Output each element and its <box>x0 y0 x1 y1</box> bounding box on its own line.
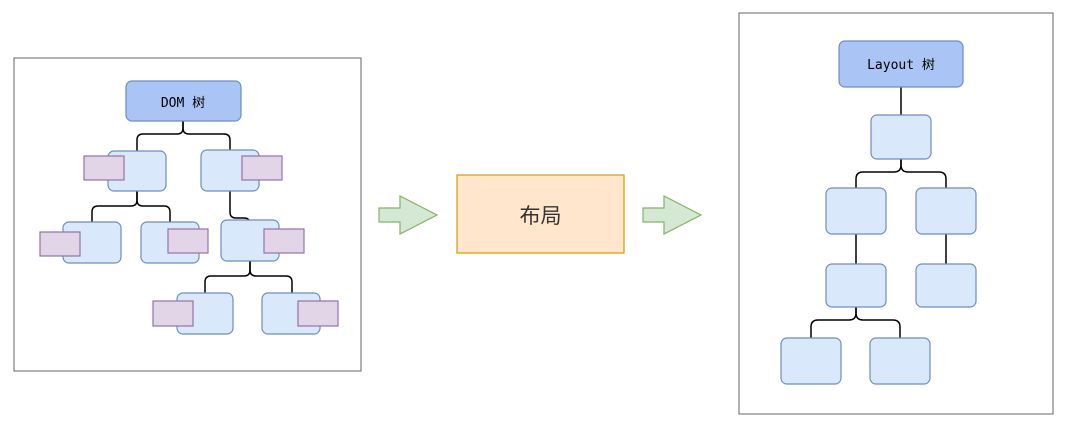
layout-node-l2-right <box>915 187 977 235</box>
dom-attr-tag <box>39 231 81 257</box>
layout-process: 布局 <box>456 174 625 254</box>
dom-edge-root-to-right <box>182 121 231 150</box>
layout-process-box <box>456 174 625 254</box>
dom-tree-connectors <box>91 121 293 293</box>
layout-tree-panel: Layout 树 <box>738 12 1054 415</box>
dom-edge-rr-to-child-b <box>249 261 293 293</box>
layout-node-l1 <box>870 114 932 160</box>
layout-edge-l1-to-right <box>900 159 947 188</box>
layout-node-l4-b <box>869 337 931 385</box>
dom-edge-left-to-lr <box>136 191 171 222</box>
flow-arrow-dom-to-layout <box>378 195 439 235</box>
dom-tree-root-label: DOM 树 <box>161 96 205 111</box>
dom-attr-tag <box>152 300 194 327</box>
flow-arrow-layout-to-tree <box>642 195 703 235</box>
dom-tree-panel: DOM 树 <box>13 57 362 372</box>
dom-attr-tag <box>297 300 339 327</box>
dom-tree-root-box <box>125 80 242 122</box>
dom-attr-tag <box>241 155 283 181</box>
layout-node-l2-left <box>825 187 887 235</box>
layout-node-l3-left <box>825 263 887 308</box>
layout-edge-l3-to-b <box>855 307 901 338</box>
dom-attr-tag <box>167 228 209 254</box>
layout-node-l4-a <box>780 337 842 385</box>
layout-tree-root-box <box>838 40 964 88</box>
dom-attr-tag <box>83 155 125 181</box>
layout-tree-connectors <box>810 87 947 338</box>
layout-node-l3-right <box>915 263 977 308</box>
layout-process-label: 布局 <box>520 204 562 228</box>
dom-attr-tag <box>263 228 305 254</box>
layout-tree-root-label: Layout 树 <box>867 58 935 73</box>
